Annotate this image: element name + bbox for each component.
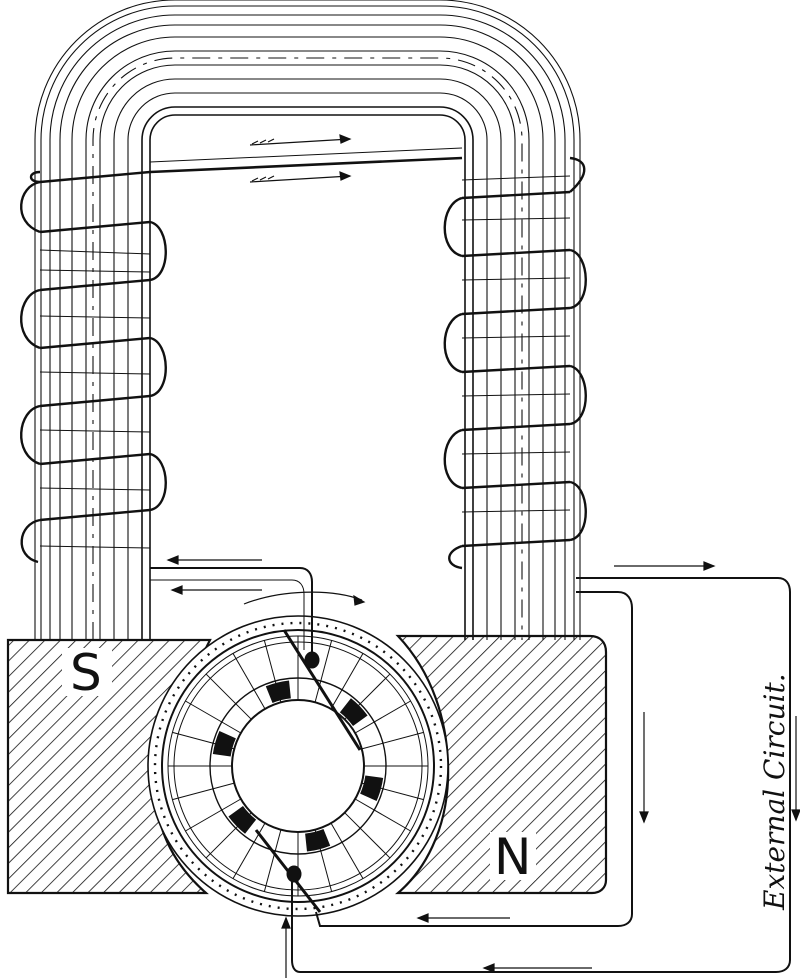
armature-spoke xyxy=(330,653,364,710)
armature-spoke xyxy=(263,829,282,892)
south-pole-label: S xyxy=(70,644,102,702)
armature xyxy=(147,615,449,917)
right-field-coil xyxy=(443,156,587,570)
north-pole-piece xyxy=(395,634,608,895)
south-pole-label-bg xyxy=(62,648,112,696)
crossover-wire xyxy=(149,147,463,174)
armature-spoke xyxy=(354,700,411,734)
armature-spoke xyxy=(344,812,391,859)
commutator-segment xyxy=(339,698,368,727)
brush-bottom xyxy=(254,829,322,913)
armature-spoke xyxy=(314,640,333,703)
armature-spoke xyxy=(361,731,424,750)
commutator-segment xyxy=(228,805,257,834)
external-circuit-wires xyxy=(291,577,791,973)
armature-spoke xyxy=(232,653,266,710)
north-pole-label-bg xyxy=(490,832,536,880)
north-pole-label: N xyxy=(494,828,531,886)
left-field-coil xyxy=(20,170,167,564)
commutator-segment xyxy=(360,775,384,801)
armature-spoke xyxy=(330,822,364,879)
armature-spoke xyxy=(205,673,252,720)
armature-spoke xyxy=(354,798,411,832)
armature-spoke xyxy=(172,782,235,801)
commutator-segment xyxy=(212,731,236,757)
armature-spoke xyxy=(185,700,242,734)
field-lead-left xyxy=(150,567,313,660)
current-arrows xyxy=(166,134,800,978)
commutator-segment xyxy=(265,680,291,703)
commutator-segment xyxy=(305,829,331,852)
armature-spoke xyxy=(185,798,242,832)
field-magnet-core xyxy=(34,0,581,640)
external-circuit-label: External Circuit. xyxy=(758,673,791,911)
